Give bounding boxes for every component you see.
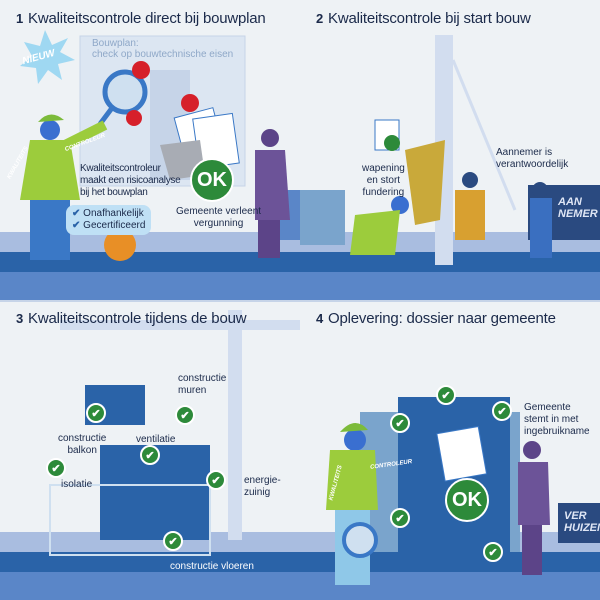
check-icon: ✔ bbox=[390, 508, 410, 528]
municipality-officer-figure bbox=[518, 441, 550, 575]
plan-header: Bouwplan:check op bouwtechnische eisen bbox=[92, 38, 234, 60]
contractor-figure bbox=[530, 182, 552, 258]
worker-figure bbox=[455, 172, 485, 240]
check-icon: ✔ bbox=[206, 470, 226, 490]
truck-text: VERHUIZEN bbox=[564, 510, 600, 534]
certificate-seal bbox=[104, 229, 136, 261]
quality-inspector-figure bbox=[20, 114, 108, 260]
warning-icon bbox=[181, 94, 199, 112]
inspector-figure bbox=[350, 196, 409, 255]
ventilation-label: ventilatie bbox=[136, 434, 176, 445]
insulation-label: isolatie bbox=[61, 479, 93, 490]
check-icon: ✔ bbox=[140, 445, 160, 465]
tower-crane bbox=[228, 310, 242, 540]
ok-stamp: OK bbox=[190, 158, 234, 202]
panel-1-illustration bbox=[0, 30, 300, 300]
ok-stamp: OK bbox=[445, 478, 489, 522]
energy-label: energie-zuinig bbox=[244, 475, 281, 498]
check-icon: ✔ bbox=[390, 413, 410, 433]
check-icon: ✔ bbox=[86, 403, 106, 423]
qualities-badge: OnafhankelijkGecertificeerd bbox=[66, 205, 152, 235]
check-icon: ✔ bbox=[492, 401, 512, 421]
panel-4-illustration bbox=[300, 300, 600, 600]
floors-label: constructie vloeren bbox=[170, 561, 254, 572]
check-icon: ✔ bbox=[436, 385, 456, 405]
magnifier-icon bbox=[102, 69, 148, 115]
check-icon: ✔ bbox=[46, 458, 66, 478]
municipality-officer-figure bbox=[255, 129, 290, 258]
warning-icon bbox=[126, 110, 142, 126]
check-icon: ✔ bbox=[175, 405, 195, 425]
magnifier-icon bbox=[342, 522, 378, 558]
moving-truck bbox=[558, 503, 600, 543]
site-cabin bbox=[300, 190, 345, 245]
panel-2-illustration bbox=[300, 35, 600, 300]
warning-icon bbox=[132, 61, 150, 79]
check-icon: ✔ bbox=[163, 531, 183, 551]
check-icon: ✔ bbox=[483, 542, 503, 562]
scaffolding bbox=[49, 484, 211, 556]
new-starburst bbox=[20, 30, 75, 84]
concrete-bucket bbox=[405, 140, 445, 225]
document-icon bbox=[436, 425, 488, 482]
